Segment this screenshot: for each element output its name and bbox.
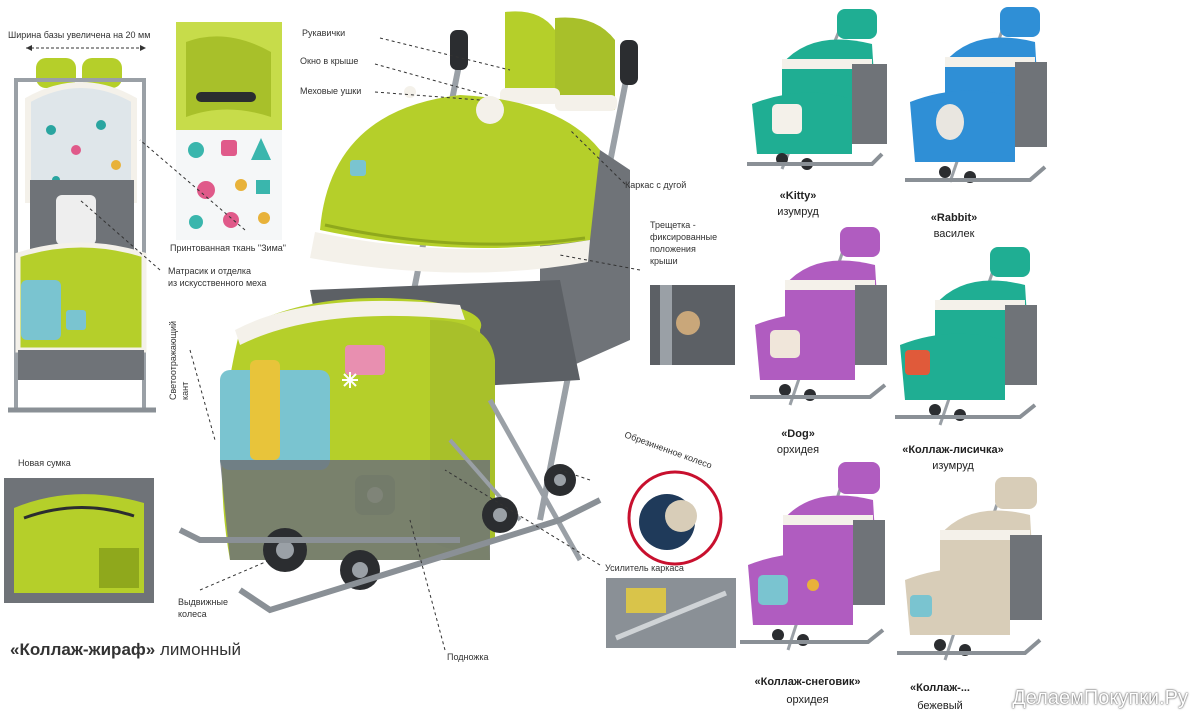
variant-name-fox: «Коллаж-лисичка»: [902, 444, 1004, 456]
reinforce-closeup-icon: [606, 578, 736, 648]
rubber-wheel-closeup-icon: [627, 470, 723, 566]
variant-color-dog: орхидея: [776, 444, 820, 456]
callout-reflective-2: кант: [180, 381, 190, 400]
variant-fox-sled-icon: [895, 247, 1037, 426]
callout-footrest: Подножка: [447, 652, 489, 662]
printed-fabric-icon: [176, 130, 282, 240]
variant-snowman-sled-icon: [740, 462, 885, 651]
variant-color-snowman: орхидея: [786, 694, 829, 706]
callout-fur-ears: Меховые ушки: [300, 86, 362, 96]
variant-name-snowman: «Коллаж-снеговик»: [754, 676, 861, 688]
variant-name-dog: «Dog»: [781, 428, 815, 440]
sled-stroller-icon: [178, 11, 638, 614]
watermark: ДелаемПокупки.Ру: [1012, 687, 1188, 709]
callout-mittens: Рукавички: [302, 28, 346, 38]
callout-ratchet-2: фиксированные: [650, 232, 718, 242]
main-caption-name: «Коллаж-жираф»: [10, 640, 156, 659]
bag-closeup-icon: [4, 478, 154, 603]
callout-frame-reinforce: Усилитель каркаса: [605, 563, 684, 573]
variant-color-fox: изумруд: [932, 460, 974, 472]
main-caption-color: лимонный: [159, 640, 242, 659]
variant-color-rabbit: василек: [933, 228, 975, 240]
callout-ratchet-1: Трещетка -: [650, 220, 696, 230]
main-caption: «Коллаж-жираф» лимонный: [10, 640, 241, 660]
variant-name-beige: «Коллаж-...: [909, 682, 970, 694]
variant-beige-sled-icon: [897, 477, 1042, 661]
variant-name-rabbit: «Rabbit»: [930, 212, 978, 224]
mitten-closeup-icon: [176, 22, 282, 132]
variant-kitty-sled-icon: [747, 9, 887, 170]
variant-rabbit-sled-icon: [905, 7, 1047, 183]
variant-color-kitty: изумруд: [777, 206, 819, 218]
front-view-sled-icon: [8, 45, 156, 413]
callout-roof-window: Окно в крыше: [300, 56, 359, 66]
callout-new-bag: Новая сумка: [18, 458, 71, 468]
callout-retractable-2: колеса: [178, 609, 207, 619]
callout-mattress-2: из искусственного меха: [168, 278, 267, 288]
snowflake-icon: [342, 372, 358, 388]
variant-name-kitty: «Kitty»: [779, 190, 817, 202]
callout-mattress-1: Матрасик и отделка: [168, 266, 252, 276]
callout-reflective: Светоотражающий: [168, 320, 178, 400]
callout-ratchet-3: положения: [650, 244, 696, 254]
callout-retractable-1: Выдвижные: [178, 597, 228, 607]
callout-ratchet-4: крыши: [650, 256, 678, 266]
variant-dog-sled-icon: [750, 227, 887, 406]
callout-printed-fabric: Принтованная ткань "Зима": [170, 243, 286, 253]
variant-color-beige: бежевый: [917, 700, 963, 712]
callout-frame-arc: Каркас с дугой: [625, 180, 687, 190]
ratchet-closeup-icon: [650, 285, 735, 365]
callout-base-width: Ширина базы увеличена на 20 мм: [8, 30, 151, 40]
